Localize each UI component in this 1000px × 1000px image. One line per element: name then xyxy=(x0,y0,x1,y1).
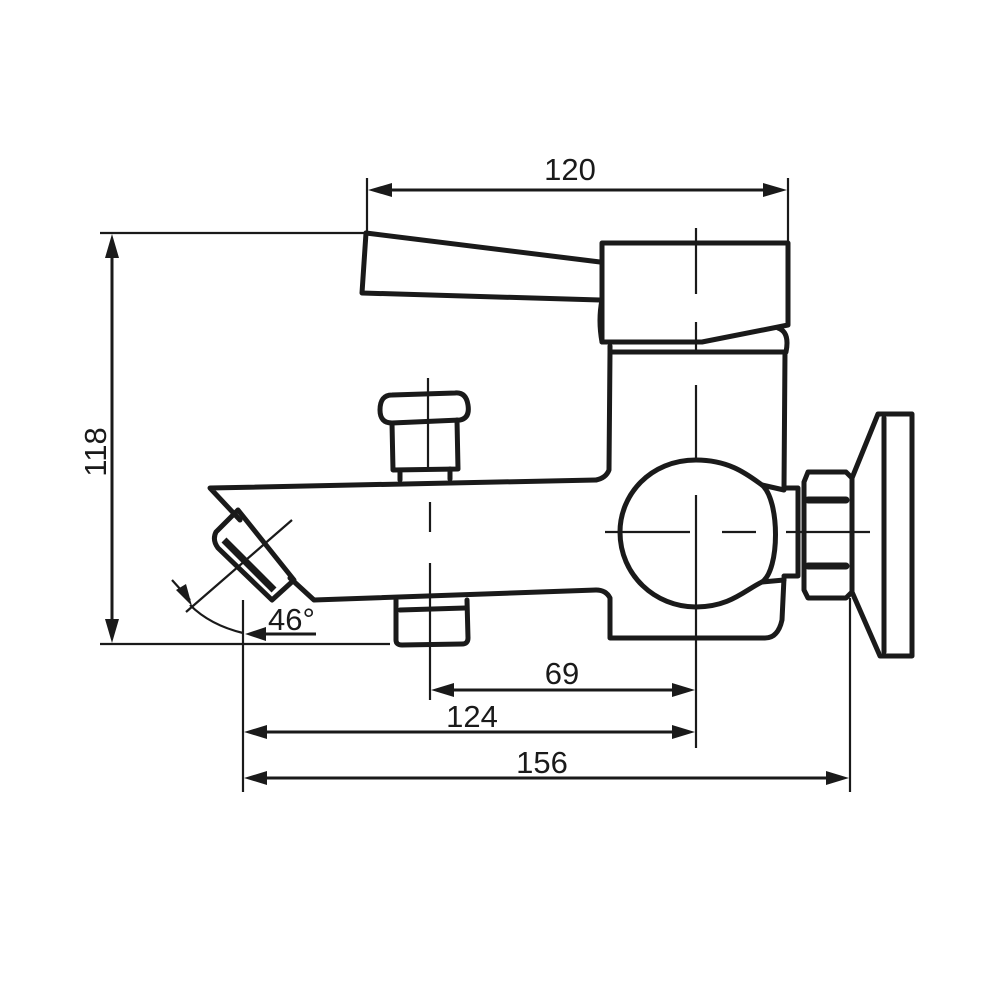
dimension-label-120: 120 xyxy=(544,152,596,187)
lever-handle xyxy=(359,230,603,303)
diverter-knob xyxy=(377,378,471,532)
bottom-outlet xyxy=(393,563,471,700)
dimension-overall-length: 156 xyxy=(244,745,849,785)
dimension-label-118: 118 xyxy=(78,427,113,476)
wall-connection xyxy=(781,411,915,792)
dimension-diverter-to-axis: 69 xyxy=(431,656,695,697)
mixer-body xyxy=(593,349,870,748)
dimension-label-69: 69 xyxy=(545,656,579,691)
spout xyxy=(185,477,599,613)
dimension-handle-length: 120 xyxy=(365,152,790,243)
dimension-label-124: 124 xyxy=(446,699,498,734)
dimension-label-46: 46° xyxy=(268,602,315,637)
dimension-spout-angle: 46° xyxy=(171,579,316,641)
cartridge-head xyxy=(597,228,791,355)
dimension-label-156: 156 xyxy=(516,745,568,780)
dimension-overall-height: 118 xyxy=(78,231,390,646)
dimension-spout-to-axis: 124 xyxy=(241,600,695,792)
